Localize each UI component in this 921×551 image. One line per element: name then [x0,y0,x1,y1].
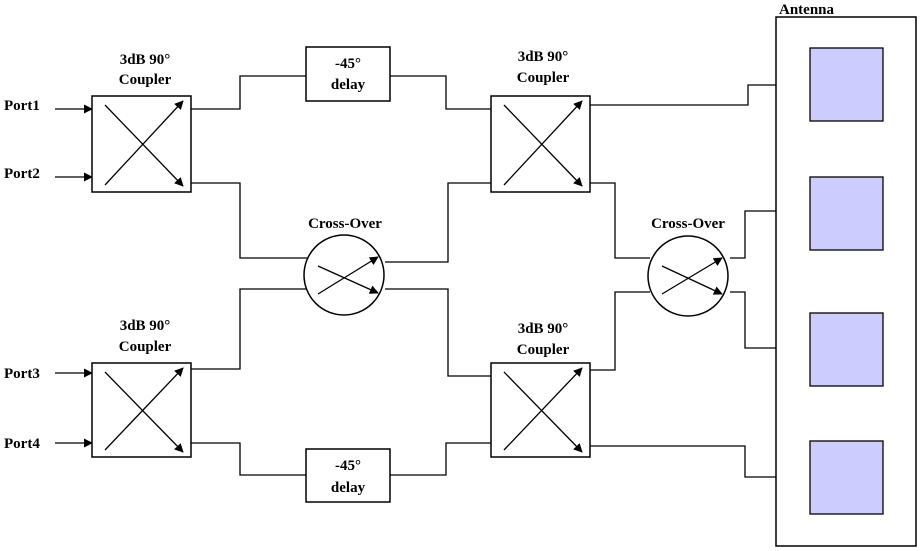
antenna-panel: Antenna [775,2,917,547]
antenna-element-1 [809,47,884,122]
crossover-arrow-down [661,265,723,295]
coupler-cross-arrow [503,367,583,451]
crossover-circle [303,234,385,316]
port3-label: Port3 [4,366,40,382]
wire-left-crossover-to-brc [385,288,491,377]
coupler-through-arrow [503,104,583,187]
antenna-element-4 [809,440,884,515]
delay-phase-label: -45° [335,458,361,474]
wire-blc-to-left-crossover [191,288,309,370]
delay-phase-label: -45° [335,56,361,72]
wire-top-delay-to-trc [390,75,491,110]
delay-word-label: delay [331,480,366,496]
port4-label: Port4 [4,436,40,452]
port-inputs: Port1 Port2 Port3 Port4 [4,98,93,452]
coupler-title-line2: Coupler [517,70,570,86]
crossover-arrow-up [661,257,723,295]
crossover-circle [647,235,729,317]
crossover-arrow-down [317,265,379,294]
coupler-through-arrow [104,104,184,187]
coupler-through-arrow [104,371,184,453]
coupler-title-line1: 3dB 90° [120,318,171,334]
wire-blc-to-bottom-delay [191,442,306,476]
coupler-bottom-right: 3dB 90° Coupler [490,321,591,458]
coupler-box [490,95,591,193]
coupler-cross-arrow [503,100,583,186]
delay-word-label: delay [331,77,366,93]
delay-top: -45° delay [305,46,391,102]
antenna-label: Antenna [779,2,835,18]
wire-tlc-to-top-delay [191,75,306,110]
antenna-element-3 [809,312,884,387]
coupler-bottom-left: 3dB 90° Coupler [91,318,192,458]
coupler-through-arrow [503,371,583,453]
delay-box [305,46,391,102]
coupler-title-line1: 3dB 90° [518,321,569,337]
coupler-title-line2: Coupler [119,72,172,88]
delay-box [305,448,391,503]
delay-bottom: -45° delay [305,448,391,503]
crossover-label: Cross-Over [308,216,382,232]
crossover-arrow-up [317,256,379,295]
wire-left-crossover-to-trc [385,182,491,263]
wire-trc-to-right-crossover [590,182,650,259]
coupler-top-left: 3dB 90° Coupler [91,52,192,193]
crossover-label: Cross-Over [651,216,725,232]
coupler-title-line1: 3dB 90° [518,49,569,65]
antenna-element-2 [809,176,884,251]
coupler-title-line2: Coupler [517,342,570,358]
wire-brc-to-right-crossover [590,291,650,371]
wire-tlc-to-left-crossover [191,182,309,259]
coupler-cross-arrow [104,367,184,451]
port1-label: Port1 [4,98,40,114]
crossover-right: Cross-Over [647,216,729,317]
coupler-top-right: 3dB 90° Coupler [490,49,591,193]
coupler-title-line2: Coupler [119,339,172,355]
crossover-left: Cross-Over [303,216,385,316]
coupler-title-line1: 3dB 90° [120,52,171,68]
port2-label: Port2 [4,166,40,182]
coupler-box [91,95,192,193]
coupler-cross-arrow [104,100,184,186]
wire-bottom-delay-to-brc [390,442,491,476]
